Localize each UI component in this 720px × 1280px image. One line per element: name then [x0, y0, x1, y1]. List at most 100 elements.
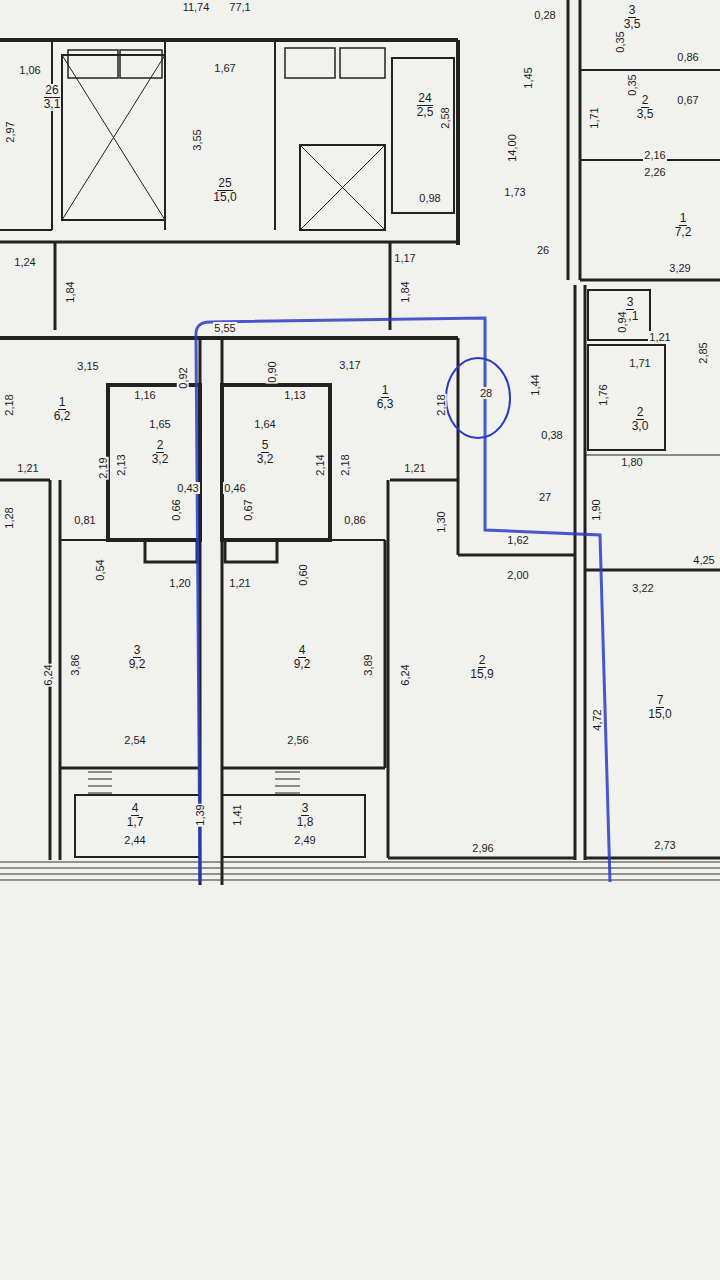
wall — [60, 767, 200, 770]
dimension-label: 3,29 — [668, 262, 691, 274]
wall-box — [340, 48, 385, 78]
wall — [274, 40, 276, 230]
dimension-label: 0,66 — [170, 498, 182, 521]
room-area: 3,5 — [636, 108, 655, 121]
step — [275, 779, 300, 780]
dimension-label: 14,00 — [506, 133, 518, 163]
dimension-label: 1,62 — [506, 534, 529, 546]
room-area: 3,2 — [151, 453, 170, 466]
room-number: 1 — [679, 212, 688, 226]
dimension-label: 2,13 — [115, 453, 127, 476]
dimension-label: 3,55 — [191, 128, 203, 151]
dimension-label: 0,92 — [177, 366, 189, 389]
room-area: 3,0 — [631, 420, 650, 433]
dimension-label: 2,18 — [339, 453, 351, 476]
dimension-label: 0,35 — [626, 73, 638, 96]
wall — [388, 857, 575, 860]
room: 39,2 — [128, 644, 147, 671]
room-area: 9,2 — [128, 658, 147, 671]
dimension-label: 1,80 — [620, 456, 643, 468]
room: 31,8 — [296, 802, 315, 829]
dimension-label: 1,44 — [529, 373, 541, 396]
dimension-label: 1,24 — [13, 256, 36, 268]
dimension-label: 2,73 — [653, 839, 676, 851]
dimension-label: 2,96 — [471, 842, 494, 854]
wall-box — [588, 290, 650, 340]
dimension-label: 1,21 — [648, 331, 671, 343]
dimension-label: 0,46 — [223, 482, 246, 494]
wall — [387, 480, 390, 858]
room-number: 4 — [298, 644, 307, 658]
dimension-label: 1,45 — [522, 66, 534, 89]
dimension-label: 5,55 — [213, 322, 236, 334]
room-area: 3,5 — [623, 18, 642, 31]
room-area: 15,9 — [469, 668, 494, 681]
dimension-label: 1,06 — [18, 64, 41, 76]
wall-box — [222, 795, 365, 857]
step — [275, 786, 300, 787]
step — [275, 772, 300, 773]
step — [88, 779, 112, 780]
dimension-label: 1,67 — [213, 62, 236, 74]
dimension-label: 0,67 — [242, 498, 254, 521]
wall — [584, 285, 587, 860]
room-number: 1 — [381, 384, 390, 398]
dimension-label: 6,24 — [399, 663, 411, 686]
dimension-label: 0,94 — [616, 310, 628, 333]
dimension-label: 1,84 — [64, 280, 76, 303]
step — [88, 772, 112, 773]
room: 715,0 — [647, 694, 672, 721]
dimension-label: 0,67 — [676, 94, 699, 106]
dimension-label: 4,25 — [692, 554, 715, 566]
dimension-label: 2,18 — [3, 393, 15, 416]
dimension-label: 1,30 — [435, 510, 447, 533]
dimension-label: 6,24 — [42, 663, 54, 686]
wall — [0, 229, 52, 231]
step — [88, 793, 112, 794]
dimension-label: 0,35 — [614, 30, 626, 53]
dimension-label: 0,98 — [418, 192, 441, 204]
room: 215,9 — [469, 654, 494, 681]
room: 23,2 — [151, 439, 170, 466]
dimension-label: 1,90 — [590, 498, 602, 521]
room-area: 9,2 — [293, 658, 312, 671]
window-line — [0, 880, 720, 881]
room: 23,0 — [631, 406, 650, 433]
windows — [0, 862, 720, 880]
dimension-label: 3,15 — [76, 360, 99, 372]
wall — [585, 569, 720, 572]
dimension-label: 77,1 — [228, 1, 251, 13]
wall — [222, 767, 385, 770]
wall — [0, 38, 458, 42]
room-number: 7 — [656, 694, 665, 708]
pen-route — [196, 318, 610, 882]
dimension-label: 1,41 — [231, 803, 243, 826]
dimension-label: 1,84 — [399, 280, 411, 303]
room-area: 7,2 — [674, 226, 693, 239]
dimension-label: 1,64 — [253, 418, 276, 430]
dimension-label: 1,21 — [16, 462, 39, 474]
shaft-crosses — [62, 55, 385, 230]
dimension-label: 3,22 — [631, 582, 654, 594]
room: 263,1 — [43, 84, 62, 111]
dimension-label: 1,39 — [194, 803, 206, 826]
wall — [567, 0, 570, 280]
room: 2515,0 — [212, 177, 237, 204]
wall — [51, 40, 53, 230]
dimension-label: 0,90 — [266, 360, 278, 383]
dimension-label: 1,21 — [228, 577, 251, 589]
dimension-label: 2,58 — [439, 106, 451, 129]
wall — [0, 336, 458, 340]
dimension-label: 0,86 — [676, 51, 699, 63]
shaft-cross — [62, 55, 165, 220]
dimension-label: 1,71 — [588, 106, 600, 129]
room-number: 2 — [156, 439, 165, 453]
wall — [59, 480, 62, 860]
dimension-label: 2,00 — [506, 569, 529, 581]
pen-circle — [446, 358, 510, 438]
room: 16,2 — [53, 396, 72, 423]
room-area: 1,7 — [126, 816, 145, 829]
room-area: 6,2 — [53, 410, 72, 423]
wall — [54, 242, 57, 330]
room-number: 26 — [44, 84, 59, 98]
